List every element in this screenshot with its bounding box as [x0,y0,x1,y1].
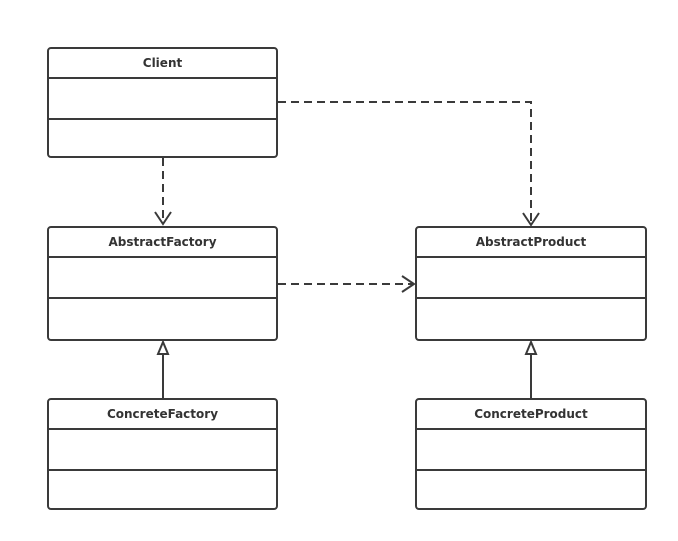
class-name: ConcreteFactory [49,400,276,430]
attributes-compartment [49,79,276,120]
class-abstract-factory[interactable]: AbstractFactory [47,226,278,341]
operations-compartment [417,299,645,339]
hollow-triangle-arrowhead-icon [524,339,538,355]
attributes-compartment [49,258,276,299]
open-arrowhead-icon [401,275,416,293]
class-concrete-product[interactable]: ConcreteProduct [415,398,647,510]
class-name: Client [49,49,276,79]
operations-compartment [417,471,645,508]
class-concrete-factory[interactable]: ConcreteFactory [47,398,278,510]
attributes-compartment [49,430,276,471]
attributes-compartment [417,430,645,471]
class-name: ConcreteProduct [417,400,645,430]
class-client[interactable]: Client [47,47,278,158]
attributes-compartment [417,258,645,299]
operations-compartment [49,120,276,156]
class-name: AbstractProduct [417,228,645,258]
open-arrowhead-icon [522,212,540,227]
operations-compartment [49,299,276,339]
open-arrowhead-icon [154,211,172,226]
class-abstract-product[interactable]: AbstractProduct [415,226,647,341]
hollow-triangle-arrowhead-icon [156,339,170,355]
dependency-client-to-abstract-product [278,101,532,225]
class-name: AbstractFactory [49,228,276,258]
operations-compartment [49,471,276,508]
